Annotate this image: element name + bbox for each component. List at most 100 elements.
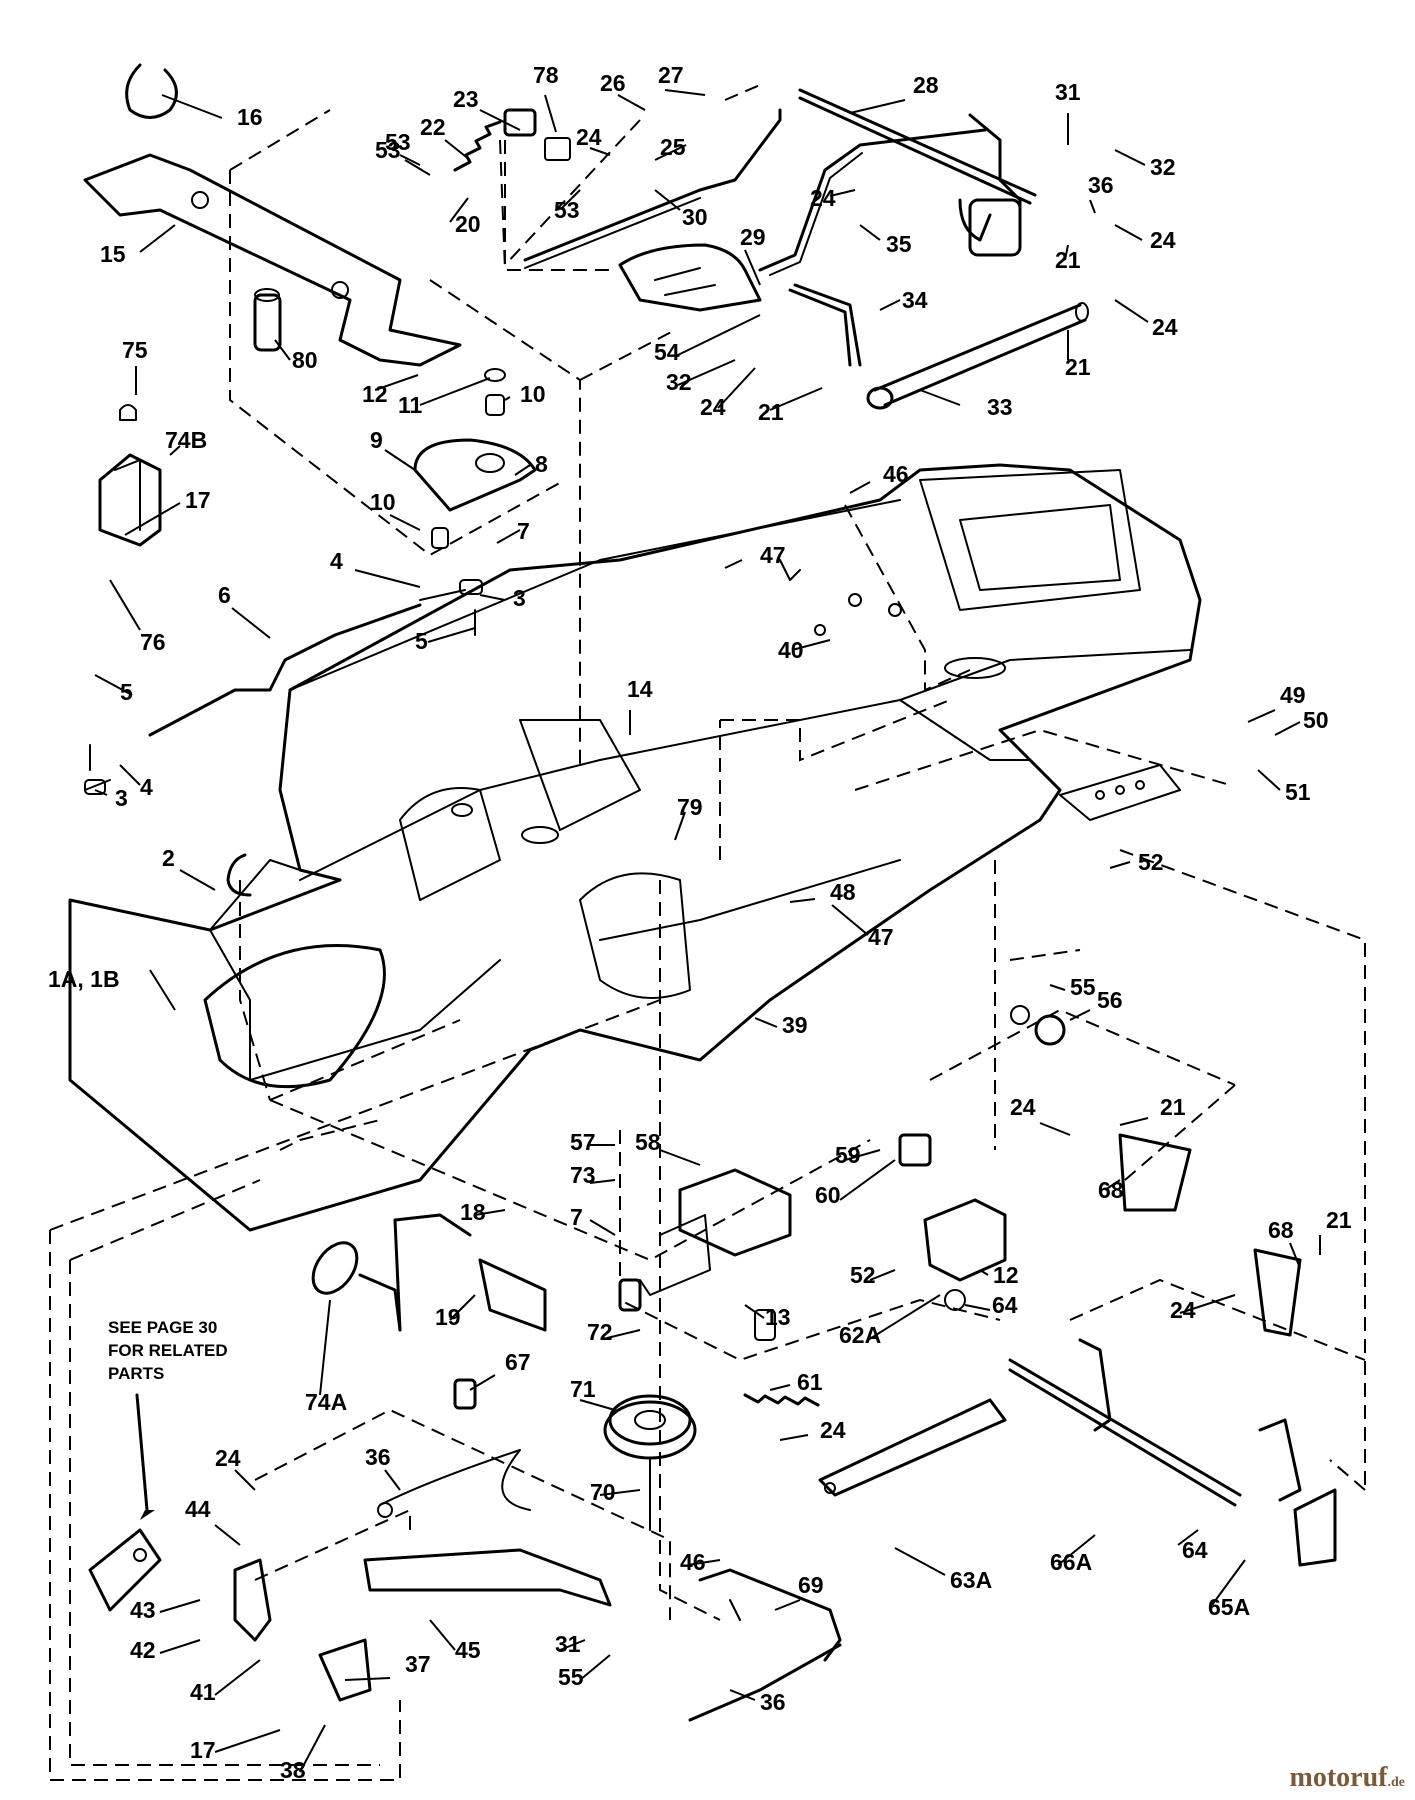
- leader-line: [444, 139, 471, 161]
- callout-label: 19: [435, 1304, 461, 1330]
- callout-label: 51: [1285, 779, 1311, 805]
- callout-label: 24: [810, 185, 836, 211]
- leader-line: [1069, 1009, 1091, 1021]
- leader-line: [849, 99, 906, 114]
- leader-line: [654, 144, 687, 161]
- leader-line: [589, 1179, 616, 1184]
- callout-label: 46: [680, 1549, 706, 1575]
- callout-label: 65A: [1208, 1594, 1250, 1620]
- leader-line: [1109, 861, 1131, 869]
- note-line-1: SEE PAGE 30: [108, 1318, 217, 1337]
- callout-label: 47: [868, 924, 894, 950]
- callout-label: 71: [570, 1376, 596, 1402]
- callout-label: 66A: [1050, 1549, 1092, 1575]
- callout-label: 36: [365, 1444, 391, 1470]
- callout-label: 46: [883, 461, 909, 487]
- block-19: [478, 1258, 547, 1332]
- leader-line: [744, 249, 761, 286]
- leader-line: [427, 627, 476, 643]
- leader-line: [831, 904, 869, 936]
- leader-line: [159, 1639, 201, 1654]
- callout-label: 4: [140, 774, 153, 800]
- leader-line: [659, 1149, 701, 1166]
- leader-line: [1211, 1559, 1246, 1606]
- leader-line: [1274, 721, 1301, 736]
- watermark-suffix: .de: [1387, 1775, 1406, 1790]
- callout-label: 60: [815, 1182, 841, 1208]
- bracket-15: [83, 153, 462, 367]
- callout-label: 59: [835, 1142, 861, 1168]
- callout-label: 4: [330, 548, 343, 574]
- bracket-18: [358, 1213, 472, 1332]
- callout-label: 39: [782, 1012, 808, 1038]
- callout-label: 33: [987, 394, 1013, 420]
- callout-label: 74A: [305, 1389, 347, 1415]
- leader-line: [1104, 1179, 1121, 1191]
- callout-label: 44: [185, 1496, 211, 1522]
- callout-label: 47: [760, 542, 786, 568]
- leader-line: [744, 1304, 765, 1319]
- leader-line: [1177, 1529, 1199, 1546]
- leader-line: [234, 1469, 256, 1491]
- leader-line: [159, 1599, 201, 1613]
- leader-line: [109, 579, 141, 631]
- callout-label: 25: [660, 134, 686, 160]
- leader-line: [1257, 769, 1281, 791]
- callout-label: 57: [570, 1129, 596, 1155]
- rod-35: [758, 128, 987, 276]
- callout-label: 67: [505, 1349, 531, 1375]
- leader-line: [964, 1304, 991, 1311]
- leader-line: [561, 189, 581, 209]
- leader-line: [214, 1659, 261, 1696]
- callout-label: 62A: [839, 1322, 881, 1348]
- callout-label: 21: [1160, 1094, 1186, 1120]
- leader-line: [717, 367, 756, 409]
- pedal-29: [618, 243, 762, 312]
- callout-label: 3: [115, 785, 128, 811]
- leader-line: [791, 639, 831, 651]
- callout-label: 72: [587, 1319, 613, 1345]
- leader-line: [479, 109, 521, 131]
- callout-label: 23: [453, 86, 479, 112]
- spring-61: [743, 1393, 820, 1407]
- leader-line: [867, 1294, 941, 1341]
- leader-line: [404, 159, 431, 176]
- callout-label: 41: [190, 1679, 216, 1705]
- leader-line: [179, 869, 216, 891]
- callout-label: 32: [666, 369, 692, 395]
- main-frame: [68, 463, 1202, 1232]
- callout-label: 54: [654, 339, 680, 365]
- leader-line: [774, 1599, 801, 1611]
- callout-label: 38: [280, 1757, 306, 1783]
- callout-label: 24: [700, 394, 726, 420]
- leader-line: [214, 1524, 241, 1546]
- callout-label: 8: [535, 451, 548, 477]
- callout-label: 32: [1150, 154, 1176, 180]
- callout-label: 7: [517, 518, 530, 544]
- callout-label: 24: [1010, 1094, 1036, 1120]
- leader-line: [119, 764, 141, 786]
- clip-2: [226, 853, 252, 897]
- bracket-74b: [98, 404, 162, 547]
- leader-line: [544, 94, 557, 133]
- leader-line: [1049, 984, 1066, 991]
- callout-label: 24: [215, 1445, 241, 1471]
- leader-line: [474, 1209, 506, 1216]
- callout-label: 5: [120, 679, 133, 705]
- leader-line: [859, 224, 881, 241]
- rod-28: [798, 88, 1037, 257]
- callout-label: 1A, 1B: [48, 966, 120, 992]
- leader-line: [1114, 224, 1143, 241]
- callout-label: 40: [778, 637, 804, 663]
- note-line-3: PARTS: [108, 1364, 164, 1383]
- leader-line: [449, 1294, 476, 1321]
- callout-label: 15: [100, 241, 126, 267]
- leader-line: [514, 464, 531, 476]
- callout-label: 14: [627, 676, 653, 702]
- leader-line: [344, 1677, 391, 1681]
- leader-line: [1247, 709, 1276, 723]
- arrow-down-icon: [140, 1510, 155, 1520]
- callout-label: 50: [1303, 707, 1329, 733]
- callout-label: 37: [405, 1651, 431, 1677]
